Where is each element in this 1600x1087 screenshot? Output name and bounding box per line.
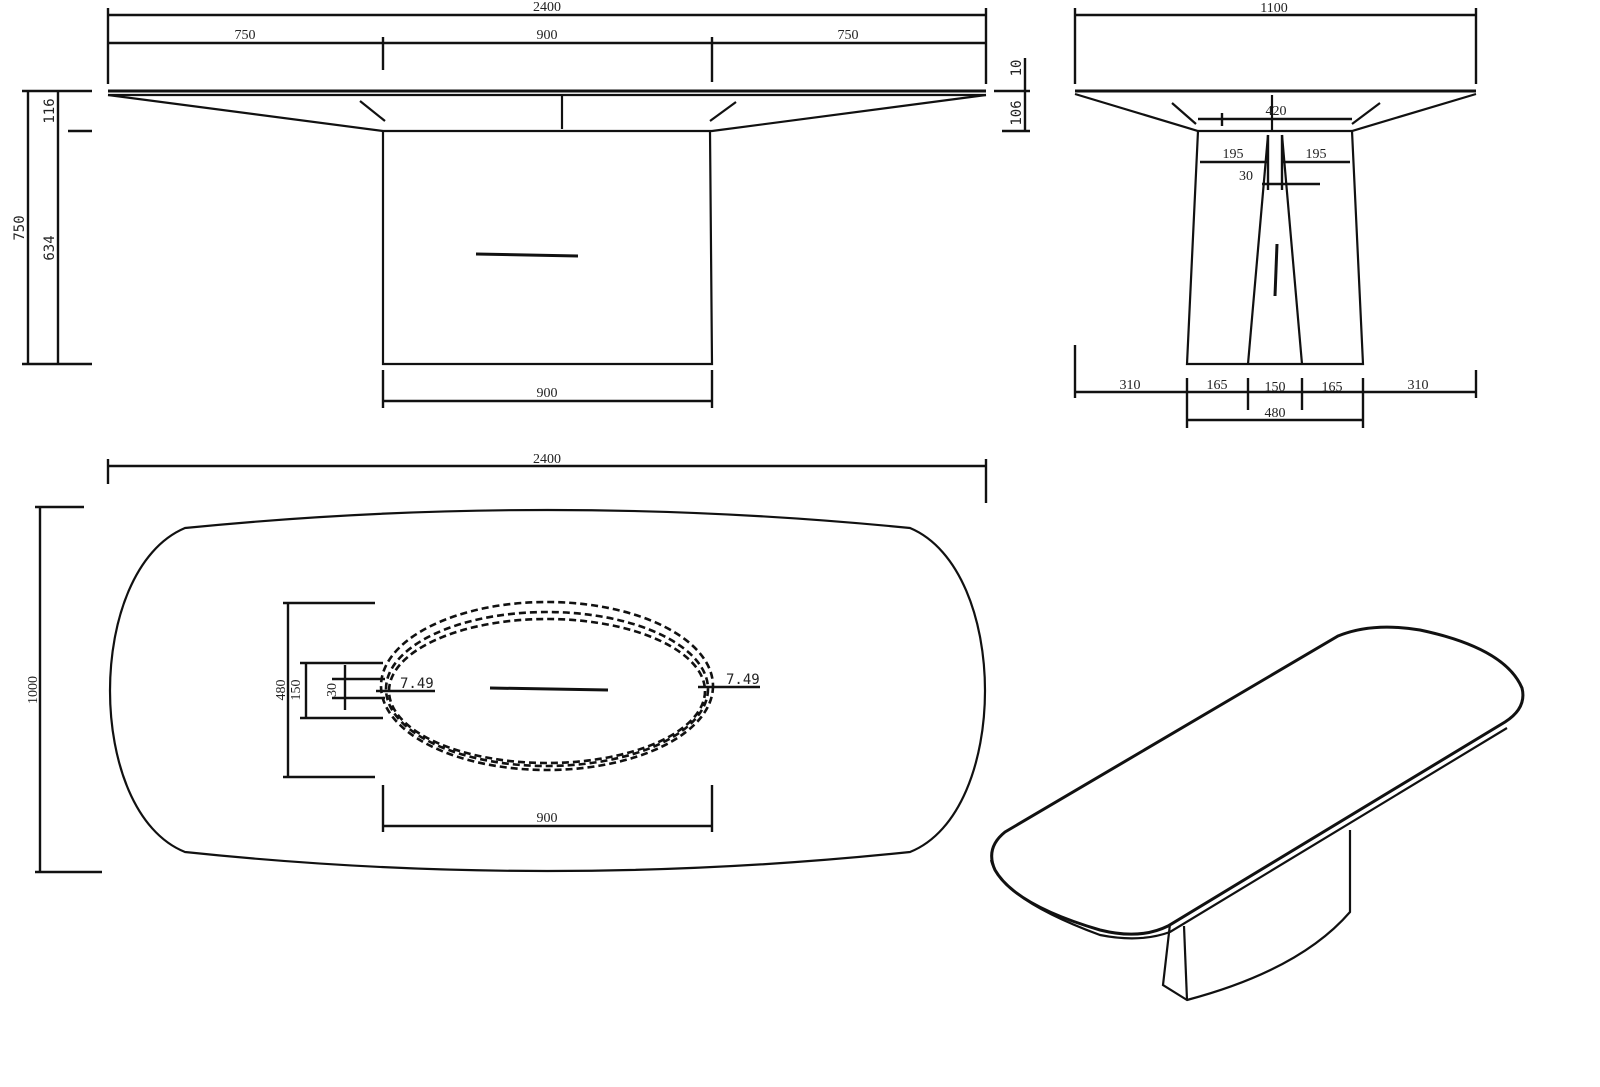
perspective-tabletop [990, 625, 1525, 936]
dim-angle-right: 7.49 [726, 672, 760, 688]
dim-base-height: 634 [42, 235, 58, 260]
dim-plan-width: 1000 [26, 676, 41, 704]
dim-plan-base-length: 900 [537, 811, 558, 826]
perspective-tabletop-thickness [989, 727, 1508, 940]
side-apron [1074, 92, 1477, 133]
grain-arrows [359, 95, 737, 258]
dim-center: 150 [1265, 380, 1286, 395]
front-view: 2400 750 900 750 900 750 116 634 10 106 [12, 0, 1030, 408]
dim-overall-width: 2400 [533, 0, 561, 15]
dim-apron-right: 106 [1009, 100, 1025, 125]
front-dimensions: 2400 750 900 750 900 750 116 634 10 106 [12, 0, 1030, 408]
side-legs-outer [1185, 130, 1365, 366]
apron-taper [107, 93, 987, 133]
dim-half-right: 195 [1306, 147, 1327, 162]
dim-leg-left: 165 [1207, 378, 1228, 393]
side-leg-inner-right [1280, 134, 1304, 365]
dim-plan-inner: 150 [289, 680, 304, 701]
dim-half-left: 195 [1223, 147, 1244, 162]
side-arrows [1171, 95, 1381, 297]
side-dimensions: 1100 420 195 195 30 310 165 150 165 310 [1073, 1, 1478, 428]
dim-plan-base-depth: 480 [274, 680, 289, 701]
pedestal-base [381, 130, 714, 366]
dim-plan-length: 2400 [533, 452, 561, 467]
plan-dimensions: 2400 1000 480 150 30 7.49 7.49 900 [26, 452, 988, 874]
perspective-view [989, 625, 1525, 1002]
dim-apron-height: 116 [42, 98, 58, 123]
perspective-pedestal-edge [1182, 925, 1189, 1001]
side-leg-inner-left [1246, 134, 1270, 365]
dim-offset-right: 310 [1408, 378, 1429, 393]
dim-base-top: 900 [537, 28, 558, 43]
dim-plan-gap: 30 [325, 683, 340, 697]
dim-overall-depth: 1100 [1260, 1, 1287, 16]
plan-view: 2400 1000 480 150 30 7.49 7.49 900 [26, 452, 988, 874]
dim-gap: 30 [1239, 169, 1253, 184]
tabletop-outline [108, 508, 987, 873]
dim-overhang-right: 750 [838, 28, 859, 43]
base-outline-middle [384, 610, 710, 768]
grain-arrow [489, 686, 609, 692]
perspective-pedestal [1161, 830, 1352, 1002]
base-outline-inner [387, 617, 707, 765]
dim-top-of-base: 420 [1266, 104, 1287, 119]
dim-offset-left: 310 [1120, 378, 1141, 393]
dim-overhang-left: 750 [235, 28, 256, 43]
dim-base-depth: 480 [1265, 406, 1286, 421]
dim-base-bottom: 900 [537, 386, 558, 401]
dim-total-height: 750 [12, 215, 28, 240]
side-view: 1100 420 195 195 30 310 165 150 165 310 [1073, 1, 1478, 428]
dim-top-thickness: 10 [1009, 60, 1025, 77]
dim-angle-left: 7.49 [400, 676, 434, 692]
dim-leg-right: 165 [1322, 380, 1343, 395]
